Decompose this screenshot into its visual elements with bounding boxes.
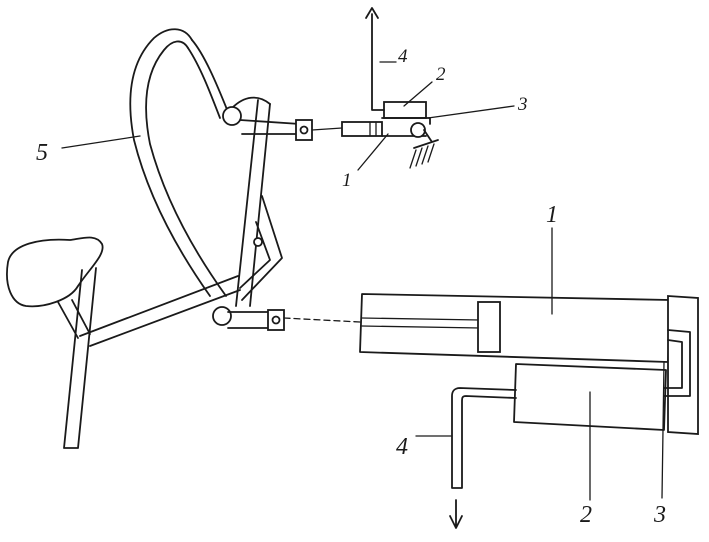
frame-post-top xyxy=(231,96,271,109)
top-pipe-arrow-icon xyxy=(365,7,379,19)
label-top-reservoir: 2 xyxy=(436,64,446,85)
lower-link-rod xyxy=(283,317,361,323)
seat-post xyxy=(63,267,97,449)
upper-lever xyxy=(239,119,301,135)
bottom-pipe xyxy=(451,387,517,489)
upper-pivot xyxy=(222,106,242,126)
leader-lines xyxy=(61,61,591,501)
top-connector-joint xyxy=(410,122,426,138)
label-bottom-cylinder: 1 xyxy=(546,202,558,228)
bottom-reservoir xyxy=(513,363,667,431)
arm-top-right xyxy=(187,39,229,119)
lower-clevis-pin xyxy=(271,315,281,325)
exercise-frame xyxy=(6,28,361,449)
bottom-cylinder xyxy=(359,293,671,363)
top-pipe xyxy=(371,13,385,111)
end-plate xyxy=(667,295,699,435)
label-bottom-connector: 3 xyxy=(653,502,666,528)
piston xyxy=(477,301,501,353)
label-top-pipe: 4 xyxy=(398,46,408,67)
piston-rod xyxy=(361,317,481,329)
top-cylinder xyxy=(341,121,383,137)
seat-support-bar xyxy=(57,299,91,339)
top-mount xyxy=(413,129,439,149)
label-bottom-pipe: 4 xyxy=(396,434,408,460)
label-top-connector: 3 xyxy=(517,94,528,115)
label-bottom-reservoir: 2 xyxy=(580,502,592,528)
label-top-cylinder: 1 xyxy=(342,170,352,191)
bottom-connector xyxy=(663,329,691,397)
seat xyxy=(6,236,104,308)
upper-link-rod xyxy=(311,127,343,131)
upper-clevis-pin xyxy=(299,125,309,135)
lower-strut xyxy=(79,275,241,347)
lower-brace xyxy=(239,195,283,301)
label-frame: 5 xyxy=(36,140,48,166)
arm-outer xyxy=(129,28,211,297)
lower-lever xyxy=(227,311,273,329)
brace-pin xyxy=(253,237,263,247)
arm-inner xyxy=(145,40,227,297)
bottom-pipe-arrow-icon xyxy=(449,499,463,529)
top-cylinder-assembly xyxy=(341,7,439,169)
ground-hatch xyxy=(409,143,435,169)
bottom-cylinder-assembly xyxy=(359,293,699,529)
lower-pivot xyxy=(212,306,232,326)
